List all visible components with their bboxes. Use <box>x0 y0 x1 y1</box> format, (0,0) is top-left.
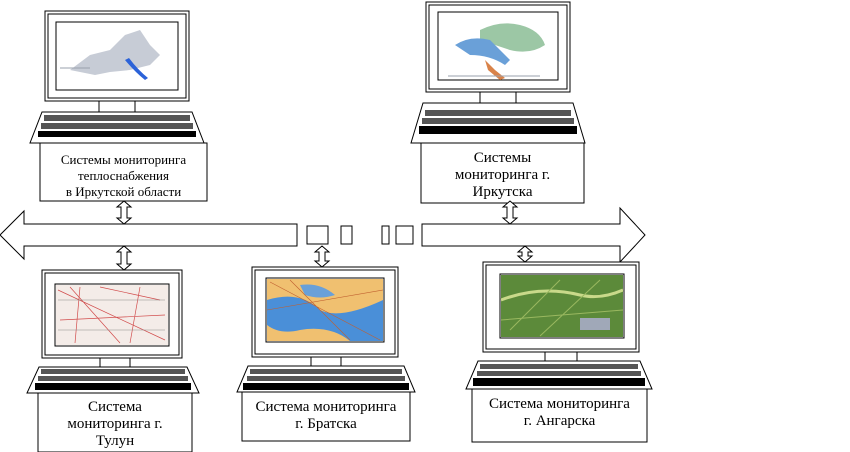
workstation-irkutsk-region <box>29 10 208 202</box>
computer-monitor-icon <box>425 1 571 104</box>
label-line: мониторинга г. <box>67 416 163 432</box>
label-line: теплоснабжения <box>78 168 169 183</box>
keyboard-icon <box>236 365 416 393</box>
computer-monitor-icon <box>41 269 183 368</box>
keyboard-icon <box>465 360 653 390</box>
double-arrow-icon <box>313 245 331 268</box>
label-line: Системы <box>473 150 532 166</box>
label-line: Системы мониторинга <box>60 152 187 167</box>
label-box <box>39 142 208 202</box>
label-irkutsk-city: Системы мониторинга г. Иркутска <box>421 150 584 201</box>
bus-gap-squares <box>306 225 414 245</box>
computer-monitor-icon <box>482 261 640 362</box>
label-line: г. Братска <box>295 416 357 432</box>
keyboard-icon <box>410 102 586 144</box>
label-line: г. Ангарска <box>523 413 596 429</box>
label-box <box>471 388 648 443</box>
keyboard-icon <box>26 366 200 394</box>
label-box <box>420 142 585 204</box>
label-tulun: Система мониторинга г. Тулун <box>38 399 192 450</box>
workstation-irkutsk-city <box>410 1 586 204</box>
double-arrow-icon <box>501 200 519 225</box>
double-arrow-icon <box>516 245 534 263</box>
label-line: Тулун <box>95 433 135 449</box>
label-angarsk: Система мониторинга г. Ангарска <box>472 396 647 430</box>
label-line: в Иркутской области <box>65 184 182 199</box>
workstation-tulun <box>26 269 200 452</box>
label-irkutsk-region: Системы мониторинга теплоснабжения в Ирк… <box>40 152 207 200</box>
label-box <box>37 392 193 452</box>
keyboard-icon <box>29 111 205 144</box>
label-line: Система <box>88 399 142 415</box>
label-line: Система мониторинга <box>255 399 397 415</box>
label-line: Иркутска <box>472 184 533 200</box>
computer-monitor-icon <box>251 266 399 367</box>
double-arrow-icon <box>115 200 133 225</box>
double-arrow-icon <box>115 245 133 271</box>
label-box <box>241 391 411 442</box>
label-line: мониторинга г. <box>454 167 551 183</box>
workstation-bratsk <box>236 266 416 442</box>
workstation-angarsk <box>465 261 653 443</box>
bus-arrow-icon <box>0 206 646 264</box>
label-line: Система мониторинга <box>489 396 630 412</box>
label-bratsk: Система мониторинга г. Братска <box>242 399 410 433</box>
computer-monitor-icon <box>44 10 190 113</box>
